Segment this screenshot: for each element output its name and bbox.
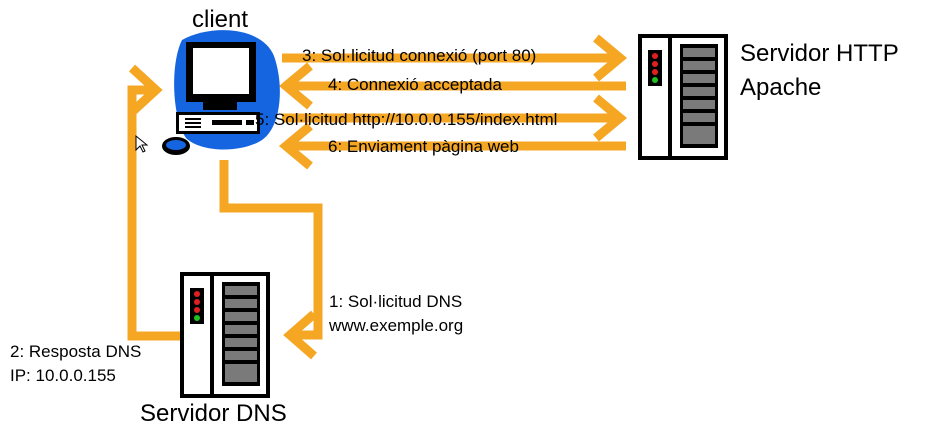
arrows: [127, 34, 628, 360]
arrow-dns-response: [127, 64, 182, 341]
arrow-page-sent: [278, 122, 626, 170]
step-6-label: 6: Enviament pàgina web: [328, 137, 519, 156]
step-4-label: 4: Connexió acceptada: [328, 75, 502, 94]
arrow-connection-request: [282, 34, 628, 82]
client-label: client: [192, 6, 249, 33]
http-server-label-line1: Servidor HTTP: [740, 40, 899, 67]
cursor-icon: [135, 134, 149, 153]
arrow-http-request: [282, 94, 628, 142]
dns-server-icon: [180, 272, 270, 398]
step-2-label-line1: 2: Resposta DNS: [10, 342, 142, 361]
arrow-connection-accepted: [278, 62, 626, 110]
client-computer-icon: [162, 30, 280, 155]
step-1-label-line1: 1: Sol·licitud DNS: [329, 292, 463, 311]
step-3-label: 3: Sol·licitud connexió (port 80): [302, 46, 537, 65]
arrow-dns-request: [219, 160, 323, 360]
http-server-label-line2: Apache: [740, 74, 822, 101]
http-server-icon: [638, 34, 728, 160]
step-2-label-line2: IP: 10.0.0.155: [10, 366, 116, 385]
step-5-label: 5: Sol·licitud http://10.0.0.155/index.h…: [255, 110, 558, 129]
step-1-label-line2: www.exemple.org: [329, 316, 464, 335]
dns-server-label: Servidor DNS: [140, 400, 287, 427]
